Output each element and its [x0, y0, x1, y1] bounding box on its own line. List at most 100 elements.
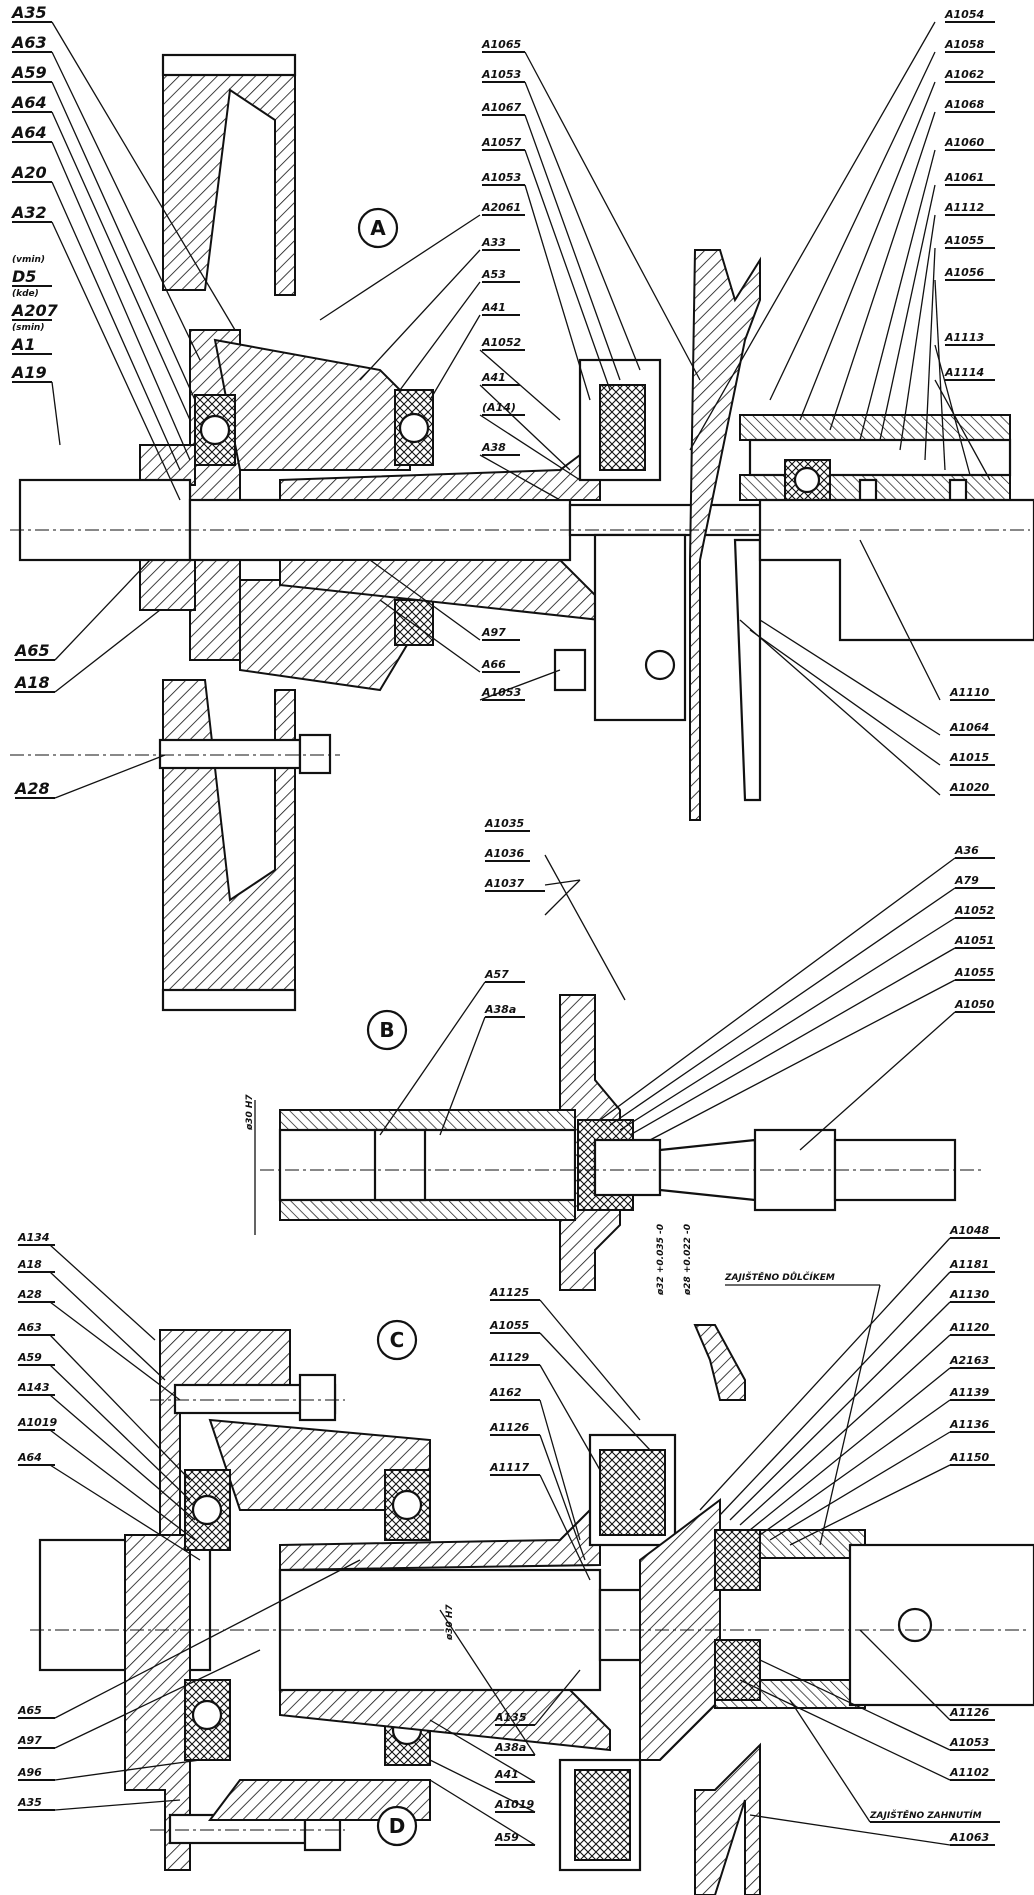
labels-a-left: A35 A63 A59 A64 A64 A20 A32 (vmin) D5 (k…	[10, 3, 59, 799]
part-label: A1136	[949, 1418, 989, 1431]
part-label: A1037	[484, 877, 524, 890]
part-label: A1053	[949, 1736, 989, 1749]
view-markers: A B C D	[357, 207, 418, 1847]
part-label: A32	[10, 203, 47, 222]
part-label: A57	[484, 968, 509, 981]
part-label: A59	[10, 63, 47, 82]
part-label: A64	[10, 123, 47, 142]
view-marker-b: B	[379, 1018, 394, 1042]
part-label: A1055	[489, 1319, 529, 1332]
part-label: A79	[954, 874, 979, 887]
part-label: A1019	[17, 1416, 57, 1429]
part-label: A35	[10, 3, 47, 22]
part-label: A1130	[949, 1288, 989, 1301]
part-label: D5	[12, 267, 36, 286]
part-label: A1051	[954, 934, 994, 947]
part-label: A135	[494, 1711, 527, 1724]
part-label: A63	[10, 33, 47, 52]
note-secured-bent: ZAJIŠTĚNO ZAHNUTÍM	[869, 1809, 982, 1821]
part-label: A96	[17, 1766, 42, 1779]
part-label: A1067	[481, 101, 521, 114]
part-label: A97	[481, 626, 506, 639]
part-label: A1054	[944, 8, 984, 21]
part-label: A1110	[949, 686, 989, 699]
part-label: A41	[494, 1768, 519, 1781]
part-label: A1	[10, 335, 36, 354]
part-label: A64	[17, 1451, 42, 1464]
view-marker-c: C	[390, 1328, 405, 1352]
part-label: (A14)	[482, 401, 516, 414]
part-label: A1139	[949, 1386, 989, 1399]
part-label: A65	[13, 641, 50, 660]
note-secured: ZAJIŠTĚNO DŮLČÍKEM	[724, 1271, 835, 1283]
part-label: A1055	[954, 966, 994, 979]
part-label: A59	[17, 1351, 42, 1364]
part-label: A1015	[949, 751, 989, 764]
part-note: (vmin)	[12, 255, 45, 265]
part-label: A1050	[954, 998, 994, 1011]
part-label: A20	[10, 163, 47, 182]
part-label: A1036	[484, 847, 524, 860]
part-label: A1052	[481, 336, 521, 349]
view-c-assembly	[30, 1324, 1034, 1895]
part-label: A41	[481, 371, 506, 384]
part-label: A1061	[944, 171, 984, 184]
part-label: A1058	[944, 38, 984, 51]
part-label: A28	[13, 779, 50, 798]
labels-b: A1035 A1036 A1037 A36 A79 A1052 A1051 A1…	[245, 817, 995, 1296]
part-label: A59	[494, 1831, 519, 1844]
part-label: A1056	[944, 266, 984, 279]
part-label: A38	[481, 441, 506, 454]
view-a-assembly	[10, 53, 1034, 1012]
part-label: A28	[17, 1288, 42, 1301]
part-label: A1057	[481, 136, 521, 149]
part-label: A1129	[489, 1351, 529, 1364]
part-label: A66	[481, 658, 506, 671]
part-label: A1020	[949, 781, 989, 794]
part-label: A38a	[484, 1003, 516, 1016]
part-label: A1126	[489, 1421, 529, 1434]
part-label: A1055	[944, 234, 984, 247]
labels-a-right: A1054 A1058 A1062 A1068 A1060 A1061 A111…	[944, 8, 995, 796]
part-label: A1053	[481, 686, 521, 699]
part-label: A2163	[949, 1354, 989, 1367]
part-label: A207	[10, 301, 59, 320]
part-label: A1114	[944, 366, 984, 379]
part-label: A1102	[949, 1766, 989, 1779]
dimension-label: ø30 H7	[245, 1094, 255, 1131]
view-b-assembly	[254, 994, 985, 1291]
part-label: A33	[481, 236, 506, 249]
part-label: A1065	[481, 38, 521, 51]
part-note: (smin)	[12, 323, 44, 333]
part-label: A1063	[949, 1831, 989, 1844]
view-marker-d: D	[389, 1814, 406, 1838]
labels-a-mid: A1065 A1053 A1067 A1057 A1053 A2061 A33 …	[481, 38, 525, 701]
part-label: A1019	[494, 1798, 534, 1811]
view-marker-a: A	[370, 216, 386, 240]
part-label: A1120	[949, 1321, 989, 1334]
part-label: A1150	[949, 1451, 989, 1464]
leader-lines	[49, 21, 991, 1846]
part-label: A1052	[954, 904, 994, 917]
part-note: (kde)	[12, 289, 39, 299]
part-label: A18	[13, 673, 50, 692]
part-label: A41	[481, 301, 506, 314]
part-label: A1068	[944, 98, 984, 111]
part-label: A1053	[481, 171, 521, 184]
part-label: A36	[954, 844, 979, 857]
part-label: A38a	[494, 1741, 526, 1754]
dimension-label: ø28 +0.022 -0	[683, 1224, 693, 1296]
part-label: A65	[17, 1704, 42, 1717]
part-label: A1181	[949, 1258, 989, 1271]
part-label: A1113	[944, 331, 984, 344]
part-label: A97	[17, 1734, 42, 1747]
part-label: A1112	[944, 201, 984, 214]
part-label: A1060	[944, 136, 984, 149]
part-label: A1053	[481, 68, 521, 81]
part-label: A53	[481, 268, 506, 281]
part-label: A63	[17, 1321, 42, 1334]
part-label: A35	[17, 1796, 42, 1809]
part-label: A143	[17, 1381, 50, 1394]
part-label: A1125	[489, 1286, 529, 1299]
